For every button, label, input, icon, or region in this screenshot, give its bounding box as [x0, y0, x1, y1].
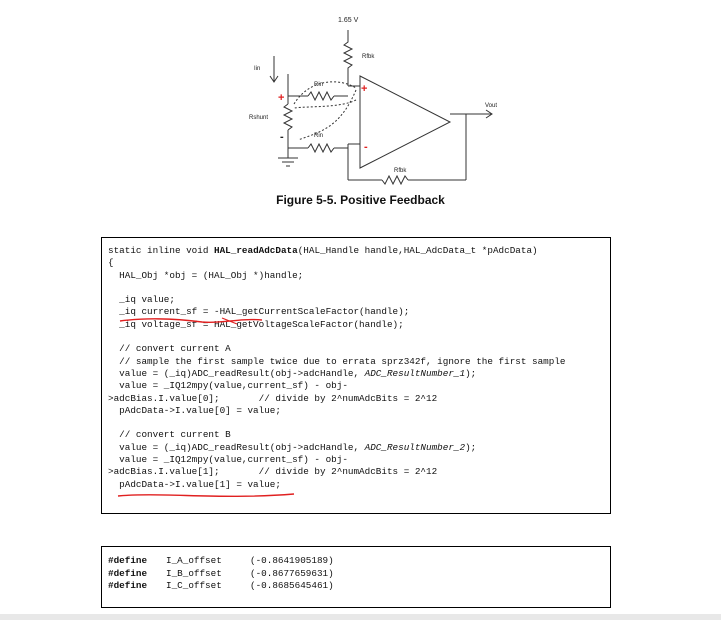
rfbk-top-label: Rfbk: [362, 54, 375, 60]
define-keyword: #define: [108, 580, 148, 591]
define-value: (-0.8641905189): [250, 555, 334, 566]
code-line: static inline void HAL_readAdcData(HAL_H…: [108, 245, 565, 257]
define-keyword: #define: [108, 555, 148, 566]
code-segment: value = _IQ12mpy(value,current_sf) - obj…: [108, 454, 348, 466]
opamp-plus-label: +: [361, 83, 367, 95]
code-segment: ADC_ResultNumber_2: [364, 441, 466, 453]
code-line: _iq current_sf = -HAL_getCurrentScaleFac…: [108, 306, 565, 318]
define-row: #define I_A_offset (-0.8641905189): [108, 555, 334, 568]
code-line: value = _IQ12mpy(value,current_sf) - obj…: [108, 454, 565, 466]
code-segment: pAdcData->I.value[0] = value;: [108, 404, 281, 416]
code-listing: static inline void HAL_readAdcData(HAL_H…: [108, 245, 565, 491]
code-line: {: [108, 257, 565, 269]
code-line: value = (_iq)ADC_readResult(obj->adcHand…: [108, 442, 565, 454]
rin-bottom-label: Rin: [314, 133, 323, 139]
code-line: // sample the first sample twice due to …: [108, 356, 565, 368]
code-segment: );: [465, 367, 477, 379]
code-segment: HAL_Obj *obj = (HAL_Obj *)handle;: [108, 269, 304, 281]
define-name: I_A_offset: [166, 555, 222, 566]
code-segment: _iq voltage_sf = HAL_getVoltageScaleFact…: [108, 318, 404, 330]
rshunt-label: Rshunt: [249, 115, 268, 121]
code-segment: (HAL_Handle handle,HAL_AdcData_t *pAdcDa…: [297, 245, 538, 256]
code-segment: // convert current A: [108, 343, 231, 355]
figure-caption: Figure 5-5. Positive Feedback: [276, 193, 445, 207]
code-line: value = _IQ12mpy(value,current_sf) - obj…: [108, 380, 565, 392]
code-segment: value = (_iq)ADC_readResult(obj->adcHand…: [108, 441, 365, 453]
code-segment: _iq current_sf = -HAL_getCurrentScaleFac…: [108, 306, 410, 318]
define-keyword: #define: [108, 567, 148, 579]
plus-left-label: +: [278, 92, 284, 104]
code-line: >adcBias.I.value[1]; // divide by 2^numA…: [108, 466, 565, 478]
code-line: pAdcData->I.value[0] = value;: [108, 405, 565, 417]
iin-label: Iin: [254, 66, 260, 72]
underline-adcdata-b: [117, 493, 295, 498]
code-line: value = (_iq)ADC_readResult(obj->adcHand…: [108, 368, 565, 380]
positive-feedback-circuit-diagram: 1.65 V Rfbk Iin Rin Rin Rshunt Vout Rfbk…: [249, 17, 497, 186]
code-line: // convert current A: [108, 343, 565, 355]
code-segment: value = (_iq)ADC_readResult(obj->adcHand…: [108, 367, 365, 379]
code-line: _iq voltage_sf = HAL_getVoltageScaleFact…: [108, 319, 565, 331]
vref-label: 1.65 V: [338, 17, 359, 24]
code-segment: pAdcData->I.value[1] = value;: [108, 478, 281, 490]
code-listing-box: static inline void HAL_readAdcData(HAL_H…: [101, 237, 611, 514]
define-row: #define I_C_offset (-0.8685645461): [108, 580, 334, 593]
code-line: [108, 417, 565, 429]
code-line: >adcBias.I.value[0]; // divide by 2^numA…: [108, 393, 565, 405]
vout-label: Vout: [485, 103, 497, 109]
minus-left-label: -: [280, 131, 284, 143]
rin-top-label: Rin: [314, 82, 323, 88]
code-segment: // convert current B: [108, 429, 231, 441]
code-segment: {: [108, 257, 114, 269]
rfbk-bottom-label: Rfbk: [394, 168, 407, 174]
page-bottom-bar: [0, 614, 721, 620]
code-line: [108, 282, 565, 294]
define-row: #define I_B_offset (-0.8677659631): [108, 568, 334, 581]
code-segment: ADC_ResultNumber_1: [364, 367, 466, 379]
code-segment: _iq value;: [108, 294, 175, 306]
define-name: I_B_offset: [166, 567, 222, 579]
code-segment: >adcBias.I.value[0]; // divide by 2^numA…: [108, 392, 438, 404]
code-segment: );: [465, 441, 477, 453]
code-segment: HAL_readAdcData: [214, 245, 298, 256]
opamp-minus-label: -: [364, 141, 368, 153]
code-line: [108, 331, 565, 343]
code-segment: >adcBias.I.value[1]; // divide by 2^numA…: [108, 466, 438, 478]
code-line: HAL_Obj *obj = (HAL_Obj *)handle;: [108, 270, 565, 282]
code-line: _iq value;: [108, 294, 565, 306]
code-line: pAdcData->I.value[1] = value;: [108, 479, 565, 491]
define-value: (-0.8685645461): [250, 580, 334, 591]
code-line: // convert current B: [108, 429, 565, 441]
define-name: I_C_offset: [166, 580, 222, 591]
define-value: (-0.8677659631): [250, 567, 334, 579]
code-segment: static inline void: [108, 245, 215, 256]
code-segment: // sample the first sample twice due to …: [108, 355, 566, 367]
code-segment: value = _IQ12mpy(value,current_sf) - obj…: [108, 380, 348, 392]
